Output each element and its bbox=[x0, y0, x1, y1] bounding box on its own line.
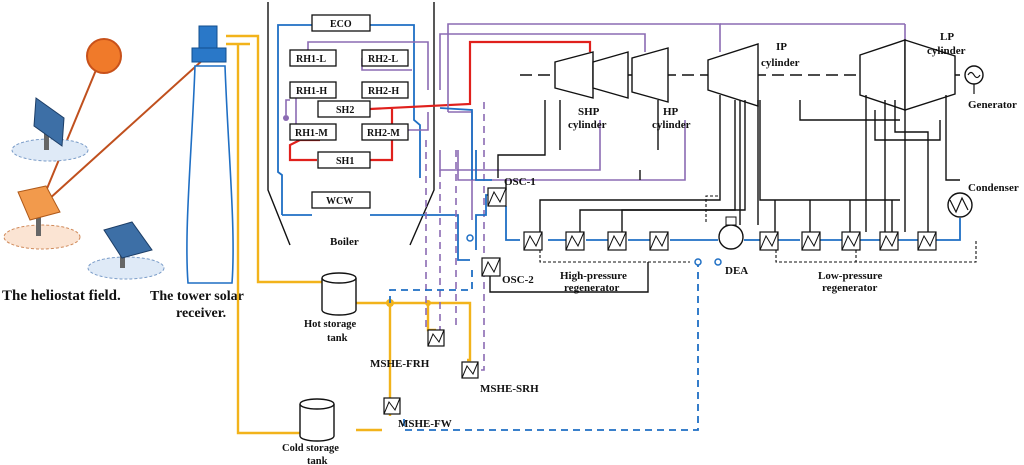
rh1-l-box bbox=[289, 49, 337, 67]
osc2-label: OSC-2 bbox=[502, 274, 534, 286]
lp-label-line2: cylinder bbox=[927, 45, 966, 57]
eco-box bbox=[311, 14, 371, 32]
cold-tank-label-line2: tank bbox=[307, 456, 328, 465]
rh1-l-label: RH1-L bbox=[296, 54, 326, 65]
generator-label: Generator bbox=[968, 99, 1017, 111]
tower-receiver-label-line1: The tower solar bbox=[150, 289, 244, 304]
ip-label-line1: IP bbox=[776, 41, 787, 53]
rh2-h-box bbox=[361, 81, 409, 99]
generator-icon: Generator bbox=[964, 65, 1017, 111]
feedwater-line bbox=[389, 107, 961, 431]
sh2-box bbox=[317, 100, 371, 118]
heat-exchanger-icon bbox=[487, 187, 507, 207]
hp-label-line2: cylinder bbox=[652, 119, 691, 131]
heliostat-icon bbox=[87, 221, 165, 280]
heliostat-field-label: The heliostat field. bbox=[2, 288, 121, 304]
heat-exchanger-icon bbox=[383, 397, 401, 415]
heat-exchanger-icon bbox=[801, 231, 821, 251]
rh1-m-label: RH1-M bbox=[295, 128, 328, 139]
turbine-icon: LP cylinder bbox=[859, 31, 966, 111]
turbine-icon: HP cylinder bbox=[631, 47, 691, 131]
mshe-fw-label: MSHE-FW bbox=[398, 418, 452, 430]
tower-receiver-label-line2: receiver. bbox=[176, 306, 226, 321]
mshe-frh-label: MSHE-FRH bbox=[370, 358, 430, 370]
sun-icon bbox=[86, 38, 122, 74]
hp-regenerators: High-pressure regenerator bbox=[523, 231, 669, 294]
sh2-label: SH2 bbox=[336, 105, 354, 116]
heat-exchanger-icon bbox=[649, 231, 669, 251]
mshe-exchangers: MSHE-FRH MSHE-SRH MSHE-FW bbox=[370, 329, 539, 430]
osc-coolers: OSC-1 OSC-2 bbox=[481, 176, 536, 286]
storage-tank-icon: Cold storage tank bbox=[282, 398, 339, 465]
hp-regen-label-line1: High-pressure bbox=[560, 270, 627, 282]
shp-label-line1: SHP bbox=[578, 106, 600, 118]
boiler-label: Boiler bbox=[330, 236, 359, 248]
turbine-icon: IP cylinder bbox=[707, 41, 800, 107]
heat-exchanger-icon bbox=[461, 361, 479, 379]
wcw-box bbox=[311, 191, 371, 209]
heat-exchanger-icon bbox=[481, 257, 501, 277]
dea-label: DEA bbox=[725, 265, 748, 277]
heat-exchanger-icon bbox=[759, 231, 779, 251]
deaerator-icon: DEA bbox=[718, 216, 748, 277]
storage-tank-icon: Hot storage tank bbox=[304, 272, 357, 344]
ip-label-line2: cylinder bbox=[761, 57, 800, 69]
rh1-h-label: RH1-H bbox=[296, 86, 327, 97]
hot-tank-label-line2: tank bbox=[327, 333, 348, 344]
rh2-l-label: RH2-L bbox=[368, 54, 398, 65]
hot-tank-label-line1: Hot storage bbox=[304, 319, 357, 330]
solar-field: The heliostat field. bbox=[2, 38, 206, 304]
heat-exchanger-icon bbox=[879, 231, 899, 251]
rh2-h-label: RH2-H bbox=[368, 86, 399, 97]
turbine-icon: SHP cylinder bbox=[554, 51, 629, 131]
rh2-m-label: RH2-M bbox=[367, 128, 400, 139]
heat-exchanger-icon bbox=[841, 231, 861, 251]
osc1-label: OSC-1 bbox=[504, 176, 536, 188]
heat-exchanger-icon bbox=[427, 329, 445, 347]
eco-label: ECO bbox=[330, 19, 352, 30]
heat-exchanger-icon bbox=[565, 231, 585, 251]
hp-label-line1: HP bbox=[663, 106, 679, 118]
sh1-box bbox=[317, 151, 371, 169]
heliostat-icon bbox=[11, 97, 89, 162]
extraction-lines bbox=[489, 95, 960, 293]
shp-label-line2: cylinder bbox=[568, 119, 607, 131]
heat-exchanger-icon bbox=[523, 231, 543, 251]
boiler: Boiler ECO RH1-L RH2-L RH1-H RH2-H SH2 R… bbox=[267, 2, 592, 261]
rh2-l-box bbox=[361, 49, 409, 67]
hp-regen-label-line2: regenerator bbox=[564, 282, 619, 294]
heat-exchanger-icon bbox=[607, 231, 627, 251]
feedwater-connections bbox=[466, 234, 918, 266]
rh1-h-box bbox=[289, 81, 337, 99]
rh1-m-box bbox=[289, 123, 337, 141]
sh1-label: SH1 bbox=[336, 156, 354, 167]
drain-lines bbox=[539, 195, 977, 263]
condenser-label: Condenser bbox=[968, 182, 1019, 194]
mshe-srh-label: MSHE-SRH bbox=[480, 383, 539, 395]
wcw-label: WCW bbox=[326, 196, 353, 207]
rh2-m-box bbox=[361, 123, 409, 141]
lp-label-line1: LP bbox=[940, 31, 954, 43]
tower-receiver-head bbox=[198, 25, 218, 49]
lp-regenerators: Low-pressure regenerator bbox=[759, 231, 937, 294]
condenser-icon: Condenser bbox=[947, 182, 1019, 218]
cold-tank-label-line1: Cold storage bbox=[282, 443, 339, 454]
solar-tower: The tower solar receiver. bbox=[150, 25, 244, 321]
heliostat-icon bbox=[3, 185, 81, 250]
lp-regen-label-line2: regenerator bbox=[822, 282, 877, 294]
lp-regen-label-line1: Low-pressure bbox=[818, 270, 882, 282]
heat-exchanger-icon bbox=[917, 231, 937, 251]
